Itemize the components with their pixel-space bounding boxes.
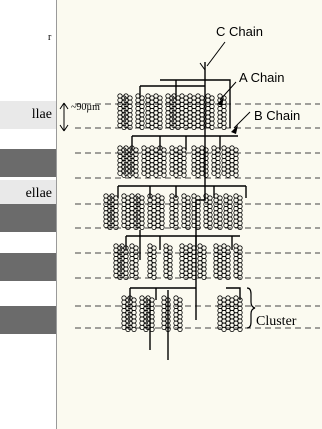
helix-segment xyxy=(147,243,157,280)
helix-segment xyxy=(123,93,133,131)
helix-segment xyxy=(213,193,223,230)
helix-segment xyxy=(203,193,213,230)
cluster-brace xyxy=(246,287,256,329)
helix-segment xyxy=(217,295,227,332)
label-arrowheads xyxy=(217,97,238,134)
helix-segment xyxy=(199,145,209,178)
helix-segment xyxy=(233,193,243,230)
helix-segment xyxy=(121,295,131,332)
cluster-label: Cluster xyxy=(256,314,297,329)
helix-segment xyxy=(103,193,113,230)
lamellae-label-middle: ellae xyxy=(0,180,56,208)
helix-segment xyxy=(145,93,155,131)
helix-segment xyxy=(121,193,131,230)
lamellae-label-top: llae xyxy=(0,101,56,129)
chain-segment xyxy=(226,287,241,300)
helix-segment xyxy=(169,145,179,178)
chain-segment xyxy=(195,62,206,320)
helix-segment xyxy=(179,93,189,131)
helix-segment xyxy=(163,243,173,280)
helix-segment xyxy=(187,93,197,131)
crystalline-band-1 xyxy=(0,149,56,177)
helix-segment xyxy=(173,295,183,332)
helix-segment xyxy=(109,193,119,230)
helix-segment xyxy=(117,93,127,131)
helix-segment xyxy=(161,295,171,332)
helix-segment xyxy=(195,93,205,131)
helix-segment xyxy=(149,145,159,178)
helix-segment xyxy=(155,193,165,230)
chain-segment xyxy=(160,79,231,128)
helix-segment xyxy=(135,93,145,131)
helix-segment xyxy=(153,93,163,131)
helix-segment xyxy=(197,243,207,280)
lamellae-edge-mark: r xyxy=(48,32,52,43)
helix-segment xyxy=(165,93,175,131)
helix-segment xyxy=(129,193,139,230)
helix-segment xyxy=(181,193,191,230)
helix-segment xyxy=(147,193,157,230)
b-chain-label: B Chain xyxy=(254,108,300,123)
chain-diagram-panel xyxy=(57,0,322,429)
lamellae-panel: r llae ellae xyxy=(0,0,57,429)
helix-segment xyxy=(211,145,221,178)
chain-backbone-lines xyxy=(117,62,247,360)
label-leader-lines xyxy=(199,41,251,129)
helix-segment xyxy=(129,243,139,280)
helix-segment xyxy=(129,145,139,178)
helix-segment xyxy=(233,295,243,332)
crystalline-band-4 xyxy=(0,306,56,334)
helix-segment xyxy=(157,145,167,178)
helix-segment xyxy=(139,295,149,332)
helix-segment xyxy=(169,193,179,230)
scale-bar xyxy=(59,102,69,132)
crystalline-band-3 xyxy=(0,253,56,281)
crystalline-band-2 xyxy=(0,204,56,232)
helix-segment xyxy=(233,243,243,280)
helix-segment xyxy=(119,243,129,280)
helix-segment xyxy=(205,93,215,131)
edge-mark-text: r xyxy=(48,32,52,43)
helix-segment xyxy=(127,295,137,332)
helix-segment xyxy=(191,145,201,178)
a-chain-label: A Chain xyxy=(239,70,285,85)
helix-segment xyxy=(113,243,123,280)
c-chain-label: C Chain xyxy=(216,24,263,39)
helix-segment xyxy=(187,243,197,280)
helix-segment xyxy=(135,193,145,230)
helix-segment xyxy=(141,145,151,178)
helix-segment xyxy=(179,243,189,280)
helix-segment xyxy=(221,243,231,280)
double-helix-segments xyxy=(103,93,243,332)
helix-segment xyxy=(225,295,235,332)
helix-segment xyxy=(223,193,233,230)
scale-label: ~90µm xyxy=(71,102,100,113)
helix-segment xyxy=(221,145,231,178)
helix-segment xyxy=(177,145,187,178)
helix-segment xyxy=(229,145,239,178)
helix-segment xyxy=(213,243,223,280)
